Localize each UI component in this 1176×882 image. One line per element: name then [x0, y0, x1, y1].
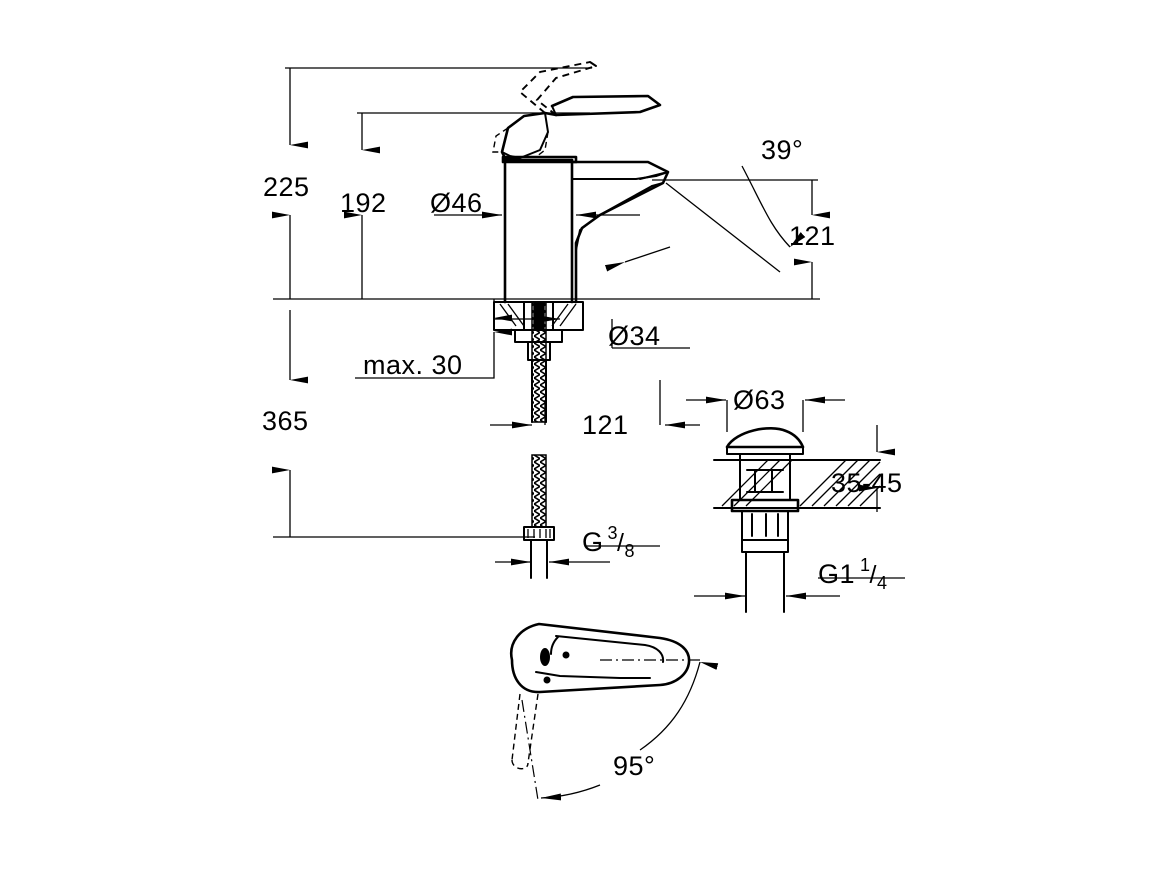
dimension-basin-thickness: 35-45	[831, 425, 903, 512]
dimension-spout-height: 192	[340, 113, 387, 299]
dimension-spout-angle: 39°	[652, 135, 818, 273]
dimension-label-121-reach: 121	[789, 221, 836, 251]
dimension-label-39deg: 39°	[761, 135, 803, 165]
faucet-spout	[570, 160, 670, 304]
dimension-base-diameter: Ø34	[495, 315, 690, 351]
dimension-body-diameter: Ø46	[430, 188, 640, 219]
dimension-label-365: 365	[262, 406, 309, 436]
dimension-label-95deg: 95°	[613, 751, 655, 781]
dimension-label-d46: Ø46	[430, 188, 483, 218]
dimension-hose-offset: 121	[490, 380, 700, 440]
faucet-top-view	[509, 622, 700, 801]
dimension-label-192: 192	[340, 188, 387, 218]
dimension-spout-reach: 121	[604, 180, 836, 299]
lever-handle	[492, 61, 662, 160]
dimension-label-d34: Ø34	[608, 321, 661, 351]
dimension-label-35-45: 35-45	[831, 468, 903, 498]
dimension-swivel-angle: 95°	[540, 661, 719, 801]
drain-assembly-view	[713, 427, 881, 613]
dimension-deck-thickness: max. 30	[355, 299, 512, 380]
faucet-body	[501, 155, 578, 304]
dimension-label-225: 225	[263, 172, 310, 202]
dimension-hose-length: 365	[262, 310, 535, 538]
dimension-total-height: 225	[263, 68, 310, 299]
dimension-label-max30: max. 30	[363, 350, 463, 380]
dimension-drain-cap-diameter: Ø63	[686, 385, 845, 432]
dimension-label-121-offset: 121	[582, 410, 629, 440]
dimension-label-d63: Ø63	[733, 385, 786, 415]
